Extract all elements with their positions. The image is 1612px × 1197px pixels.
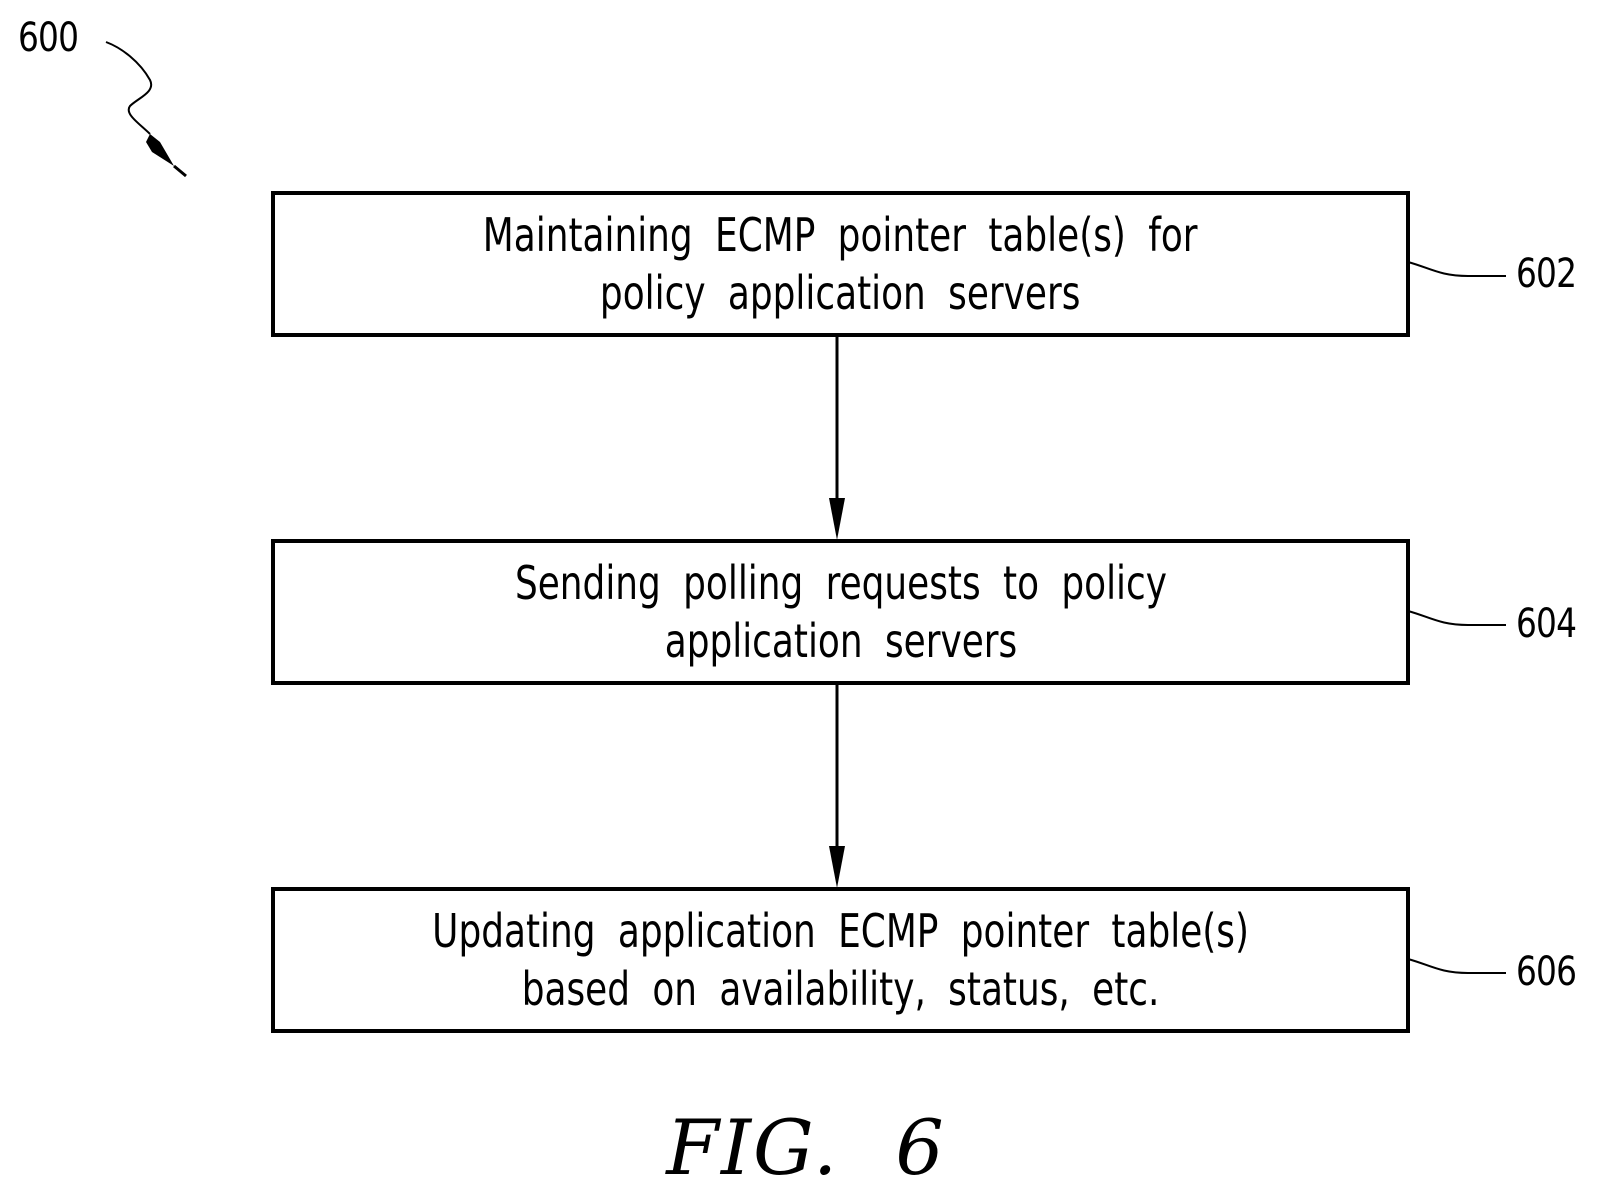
step-text-602: Maintaining ECMP pointer table(s) for po…: [483, 206, 1198, 322]
arrowhead-606: [829, 846, 845, 888]
step-ref-606: 606: [1516, 952, 1576, 992]
figure-ref-arrow-tail: [174, 166, 186, 176]
leader-606: [1408, 959, 1506, 973]
leader-604: [1408, 611, 1506, 625]
step-604-line-2: application servers: [514, 612, 1166, 670]
step-ref-602: 602: [1516, 254, 1576, 294]
step-602-line-2: policy application servers: [483, 264, 1198, 322]
step-box-604: Sending polling requests to policy appli…: [271, 539, 1410, 685]
figure-ref-arrowhead: [146, 134, 174, 166]
step-ref-604: 604: [1516, 604, 1576, 644]
step-text-606: Updating application ECMP pointer table(…: [432, 902, 1249, 1018]
figure-ref-leader: [106, 42, 151, 134]
step-604-line-1: Sending polling requests to policy: [514, 554, 1166, 612]
step-602-line-1: Maintaining ECMP pointer table(s) for: [483, 206, 1198, 264]
leader-602: [1408, 262, 1506, 276]
step-606-line-1: Updating application ECMP pointer table(…: [432, 902, 1249, 960]
step-text-604: Sending polling requests to policy appli…: [514, 554, 1166, 670]
step-606-line-2: based on availability, status, etc.: [432, 960, 1249, 1018]
figure-caption: FIG. 6: [0, 1108, 1612, 1188]
figure-reference-number: 600: [18, 18, 78, 58]
step-box-606: Updating application ECMP pointer table(…: [271, 887, 1410, 1033]
step-box-602: Maintaining ECMP pointer table(s) for po…: [271, 191, 1410, 337]
arrowhead-604: [829, 498, 845, 540]
